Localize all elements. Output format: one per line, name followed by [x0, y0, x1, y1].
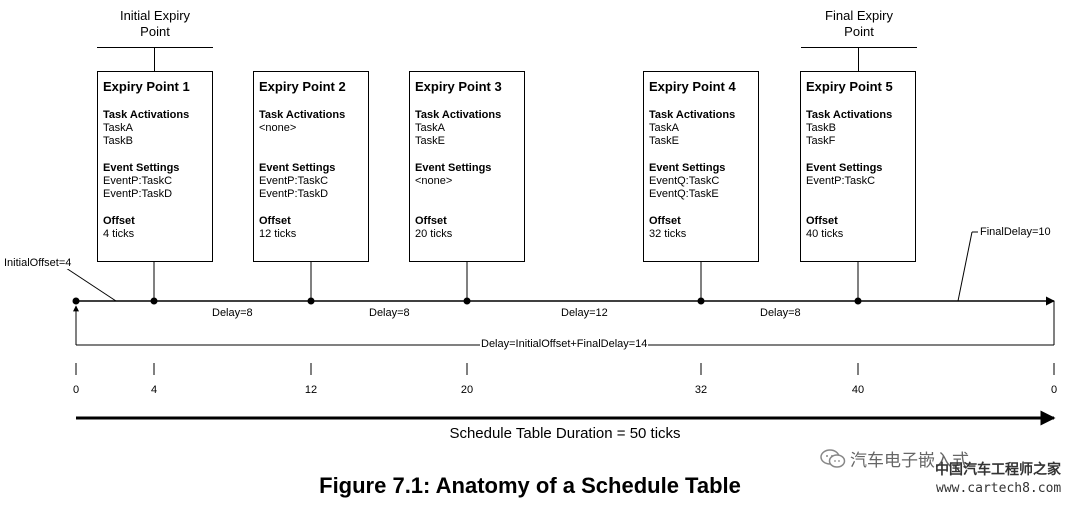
- tick-label: 40: [851, 384, 865, 396]
- figure-caption: Figure 7.1: Anatomy of a Schedule Table: [319, 473, 741, 498]
- final-delay-pointer: [957, 231, 973, 302]
- initial-expiry-header: Initial Expiry Point: [119, 8, 191, 39]
- loop-delay-label: Delay=InitialOffset+FinalDelay=14: [480, 338, 649, 350]
- timeline-start-dot: [72, 297, 80, 305]
- tick-label: 12: [304, 384, 318, 396]
- expiry-point-1-box: Expiry Point 1 Task Activations TaskA Ta…: [97, 71, 213, 262]
- expiry-point-4-dot: [697, 297, 705, 305]
- expiry-point-3-box: Expiry Point 3 Task Activations TaskA Ta…: [409, 71, 525, 262]
- expiry-point-title: Expiry Point 3: [415, 79, 502, 94]
- expiry-point-title: Expiry Point 2: [259, 79, 346, 94]
- expiry-point-2-box: Expiry Point 2 Task Activations <none> E…: [253, 71, 369, 262]
- initial-offset-label: InitialOffset=4: [4, 257, 72, 269]
- delay-label-4: Delay=8: [760, 307, 801, 319]
- expiry-point-title: Expiry Point 1: [103, 79, 190, 94]
- schedule-duration-label: Schedule Table Duration = 50 ticks: [449, 425, 681, 442]
- wechat-icon: [820, 448, 846, 468]
- expiry-point-title: Expiry Point 5: [806, 79, 893, 94]
- final-expiry-header: Final Expiry Point: [825, 8, 893, 39]
- expiry-point-5-dot: [854, 297, 862, 305]
- initial-header-connector: [154, 47, 155, 71]
- watermark-url: www.cartech8.com: [936, 481, 1062, 496]
- delay-label-2: Delay=8: [369, 307, 410, 319]
- expiry-point-4-box: Expiry Point 4 Task Activations TaskA Ta…: [643, 71, 759, 262]
- final-delay-label: FinalDelay=10: [980, 226, 1051, 238]
- tick-label: 4: [150, 384, 158, 396]
- watermark-account: 汽车电子嵌入式: [820, 446, 969, 471]
- delay-label-1: Delay=8: [212, 307, 253, 319]
- expiry-point-3-dot: [463, 297, 471, 305]
- expiry-point-1-dot: [150, 297, 158, 305]
- initial-header-underline: [97, 47, 213, 48]
- expiry-point-5-box: Expiry Point 5 Task Activations TaskB Ta…: [800, 71, 916, 262]
- tick-label: 32: [694, 384, 708, 396]
- tick-label: 0: [1050, 384, 1058, 396]
- final-header-underline: [801, 47, 917, 48]
- expiry-point-title: Expiry Point 4: [649, 79, 736, 94]
- final-header-connector: [858, 47, 859, 71]
- expiry-point-2-dot: [307, 297, 315, 305]
- watermark-site-name: 中国汽车工程师之家: [935, 461, 1061, 477]
- delay-label-3: Delay=12: [561, 307, 608, 319]
- initial-offset-pointer: [65, 267, 117, 302]
- tick-label: 0: [72, 384, 80, 396]
- tick-label: 20: [460, 384, 474, 396]
